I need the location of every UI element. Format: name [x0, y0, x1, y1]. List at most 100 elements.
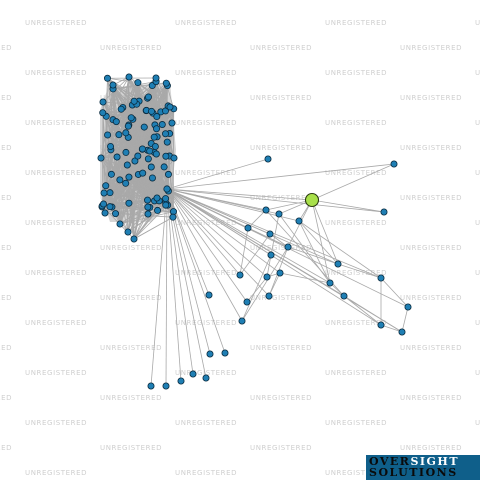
- cluster-edge: [105, 76, 130, 117]
- entity-node: [377, 321, 385, 329]
- entity-node: [164, 170, 172, 178]
- watermark-text: UNREGISTERED: [325, 269, 387, 277]
- entity-node: [115, 131, 123, 139]
- hub-edge: [166, 188, 243, 322]
- entity-node: [158, 121, 166, 129]
- watermark-text: UNREGISTERED: [0, 44, 12, 52]
- entity-node: [404, 303, 412, 311]
- entity-node: [326, 279, 334, 287]
- watermark-text: UNREGISTERED: [475, 219, 480, 227]
- cluster-edge: [112, 84, 135, 102]
- entity-node: [100, 200, 108, 208]
- watermark-text: UNREGISTERED: [25, 469, 87, 477]
- watermark-text: UNREGISTERED: [25, 19, 87, 27]
- entity-node: [127, 114, 135, 122]
- watermark-text: UNREGISTERED: [0, 144, 12, 152]
- cluster-edge: [112, 84, 135, 240]
- watermark-text: UNREGISTERED: [475, 19, 480, 27]
- entity-node: [140, 123, 148, 131]
- watermark-text: UNREGISTERED: [250, 444, 312, 452]
- network-edge: [247, 227, 289, 248]
- entity-node: [112, 118, 120, 126]
- watermark-text: UNREGISTERED: [250, 244, 312, 252]
- cluster-edge: [133, 161, 136, 240]
- watermark-text: UNREGISTERED: [0, 394, 12, 402]
- network-edge: [269, 233, 289, 248]
- watermark-text: UNREGISTERED: [325, 469, 387, 477]
- watermark-text: UNREGISTERED: [325, 319, 387, 327]
- cluster-edge: [155, 77, 175, 159]
- entity-node: [124, 228, 132, 236]
- watermark-text: UNREGISTERED: [250, 394, 312, 402]
- entity-node: [130, 235, 138, 243]
- hub-edge: [150, 188, 168, 387]
- entity-node: [102, 182, 110, 190]
- entity-node: [334, 260, 342, 268]
- entity-node: [146, 147, 154, 155]
- entity-node: [107, 142, 115, 150]
- hub-edge: [166, 163, 395, 190]
- hub-edge: [166, 188, 226, 354]
- watermark-text: UNREGISTERED: [250, 44, 312, 52]
- entity-node: [151, 143, 159, 151]
- entity-node: [177, 377, 185, 385]
- entity-node: [377, 274, 385, 282]
- entity-node: [243, 298, 251, 306]
- logo-word-solutions: SOLUTIONS: [369, 466, 458, 479]
- watermark-text: UNREGISTERED: [325, 19, 387, 27]
- watermark-text: UNREGISTERED: [400, 44, 462, 52]
- watermark-text: UNREGISTERED: [25, 419, 87, 427]
- entity-node: [117, 105, 125, 113]
- entity-node: [154, 206, 162, 214]
- entity-node: [103, 74, 111, 82]
- entity-node: [205, 291, 213, 299]
- watermark-text: UNREGISTERED: [325, 119, 387, 127]
- cluster-edge: [145, 110, 175, 159]
- watermark-text: UNREGISTERED: [0, 444, 12, 452]
- entity-node: [221, 349, 229, 357]
- network-edge: [246, 276, 268, 303]
- network-edge: [343, 295, 403, 333]
- watermark-text: UNREGISTERED: [175, 169, 237, 177]
- entity-node: [134, 79, 142, 87]
- watermark-text: UNREGISTERED: [25, 319, 87, 327]
- entity-node: [162, 130, 170, 138]
- hub-edge: [166, 188, 382, 279]
- entity-node: [380, 208, 388, 216]
- entity-node: [139, 169, 147, 177]
- watermark-text: UNREGISTERED: [25, 69, 87, 77]
- watermark-text: UNREGISTERED: [400, 144, 462, 152]
- network-edge: [380, 324, 403, 333]
- entity-node: [266, 230, 274, 238]
- entity-node: [134, 152, 142, 160]
- hub-edge: [166, 188, 281, 274]
- focus-entity-node: [304, 192, 320, 208]
- hub-edge: [166, 188, 270, 297]
- watermark-text: UNREGISTERED: [175, 369, 237, 377]
- watermark-text: UNREGISTERED: [100, 244, 162, 252]
- watermark-text: UNREGISTERED: [325, 419, 387, 427]
- entity-node: [97, 154, 105, 162]
- hub-edge: [165, 188, 168, 387]
- cluster-edge: [150, 166, 174, 218]
- hub-edge: [166, 188, 385, 213]
- watermark-text: UNREGISTERED: [0, 244, 12, 252]
- watermark-text: UNREGISTERED: [0, 294, 12, 302]
- hub-edge: [166, 188, 248, 303]
- entity-node: [238, 317, 246, 325]
- focus-edge: [265, 199, 313, 211]
- hub-edge: [166, 188, 268, 278]
- entity-node: [130, 97, 138, 105]
- entity-node: [152, 150, 160, 158]
- entity-node: [112, 210, 120, 218]
- cluster-edge: [119, 111, 152, 225]
- cluster-edge: [132, 104, 175, 159]
- entity-node: [109, 81, 117, 89]
- cluster-edge: [102, 112, 158, 199]
- watermark-text: UNREGISTERED: [325, 69, 387, 77]
- entity-node: [125, 199, 133, 207]
- watermark-text: UNREGISTERED: [250, 144, 312, 152]
- entity-node: [390, 160, 398, 168]
- cluster-edge: [147, 157, 175, 201]
- focus-edge: [311, 199, 331, 284]
